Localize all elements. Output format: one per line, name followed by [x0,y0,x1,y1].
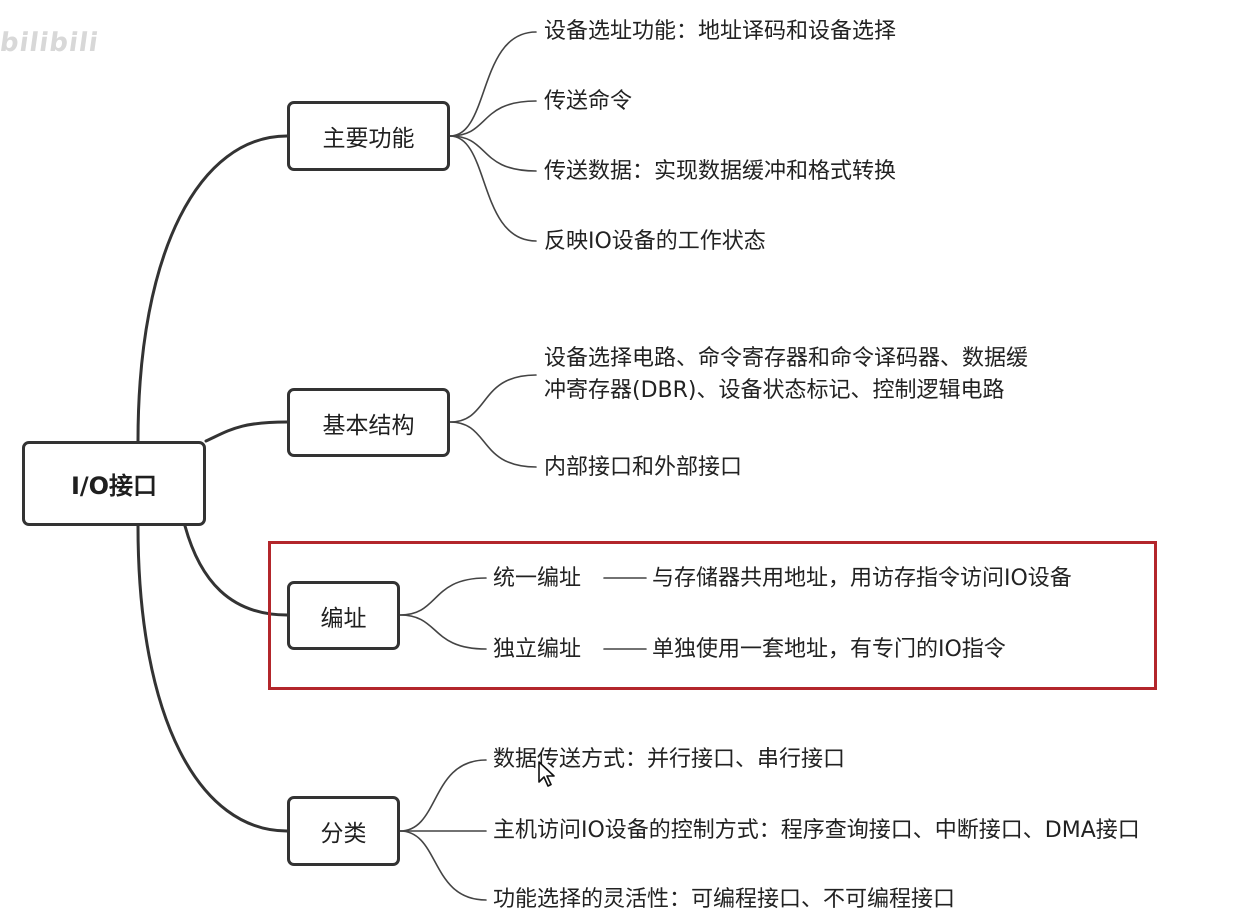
leaf-item-line-2: 冲寄存器(DBR)、设备状态标记、控制逻辑电路 [544,378,1005,403]
root-node: I/O接口 [22,441,206,526]
branch-label: 主要功能 [322,126,415,152]
leaf-item-line-1: 设备选择电路、命令寄存器和命令译码器、数据缓 [544,346,1029,371]
leaf-item: 传送数据：实现数据缓冲和格式转换 [544,159,897,184]
branch-connector [449,31,537,137]
root-connector [204,420,289,443]
branch-node-basic-structure: 基本结构 [287,388,450,457]
branch-connector [449,421,537,468]
leaf-item: 传送命令 [544,89,633,114]
branch-node-classification: 分类 [287,796,400,866]
leaf-item: 内部接口和外部接口 [544,455,743,480]
branch-connector [449,135,537,172]
highlight-box [268,541,1157,690]
leaf-item-name: 统一编址 [493,566,582,591]
leaf-item-detail: 与存储器共用地址，用访存指令访问IO设备 [652,566,1072,591]
branch-connector [399,759,487,832]
leaf-item: 功能选择的灵活性：可编程接口、不可编程接口 [493,887,956,912]
branch-label: 基本结构 [322,412,415,439]
branch-label: 编址 [320,605,367,632]
branch-label: 分类 [320,821,367,847]
leaf-item: 数据传送方式：并行接口、串行接口 [493,747,846,772]
branch-node-addressing: 编址 [287,581,400,650]
leaf-item: 设备选址功能：地址译码和设备选择 [544,19,897,44]
watermark-logo: bilibili [0,28,101,58]
branch-connector [399,577,487,616]
leaf-item-name: 独立编址 [493,637,582,662]
root-node-label: I/O接口 [70,472,158,500]
mouse-cursor-icon [538,761,555,787]
branch-node-main-functions: 主要功能 [287,101,450,171]
branch-connector [449,135,537,242]
branch-connector [449,374,537,423]
leaf-item: 反映IO设备的工作状态 [544,229,766,254]
leaf-item: 主机访问IO设备的控制方式：程序查询接口、中断接口、DMA接口 [493,818,1140,843]
branch-connector [399,614,487,650]
leaf-item-detail: 单独使用一套地址，有专门的IO指令 [652,637,1006,662]
branch-connector [399,830,487,901]
root-connector [136,524,289,833]
branch-connector [449,100,537,137]
root-connector [136,134,289,443]
